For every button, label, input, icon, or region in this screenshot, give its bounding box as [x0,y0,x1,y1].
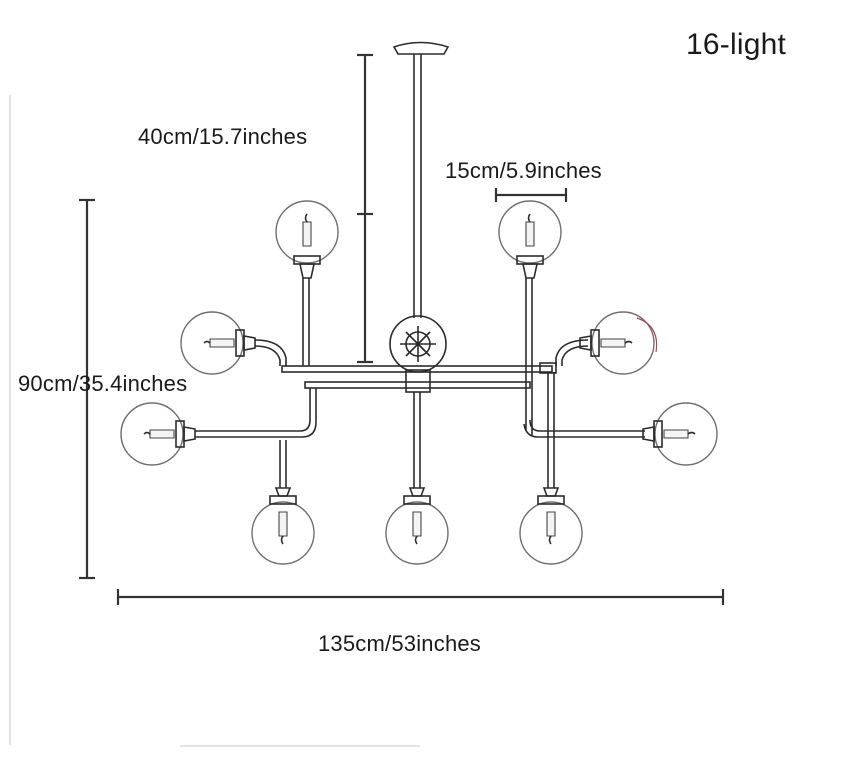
height-dimension-line [79,198,95,580]
total-height-label: 90cm/35.4inches [18,371,188,396]
drop-rod-dimension-label: 40cm/15.7inches [138,124,308,149]
globe-upper-right [579,311,658,375]
globe-lower-right [642,402,718,466]
total-width-label: 135cm/53inches [318,631,482,656]
arms [195,278,645,488]
globe-upper-left [180,311,256,375]
globe-diameter-label: 15cm/5.9inches [445,158,602,183]
globe-top-right [498,200,562,279]
globe-diameter-dimension-line [494,188,568,202]
ceiling-canopy [392,41,450,318]
globe-top-left [275,200,339,279]
globe-bottom-center [385,487,449,565]
center-hub [389,315,447,393]
product-title: 16-light [686,28,786,61]
globe-bottom-right [519,487,583,565]
width-dimension-line [116,589,725,605]
globe-lower-left [120,402,196,466]
globe-bottom-left [251,487,315,565]
drop-rod-dimension-line [357,53,373,364]
frame-bars [281,362,557,389]
